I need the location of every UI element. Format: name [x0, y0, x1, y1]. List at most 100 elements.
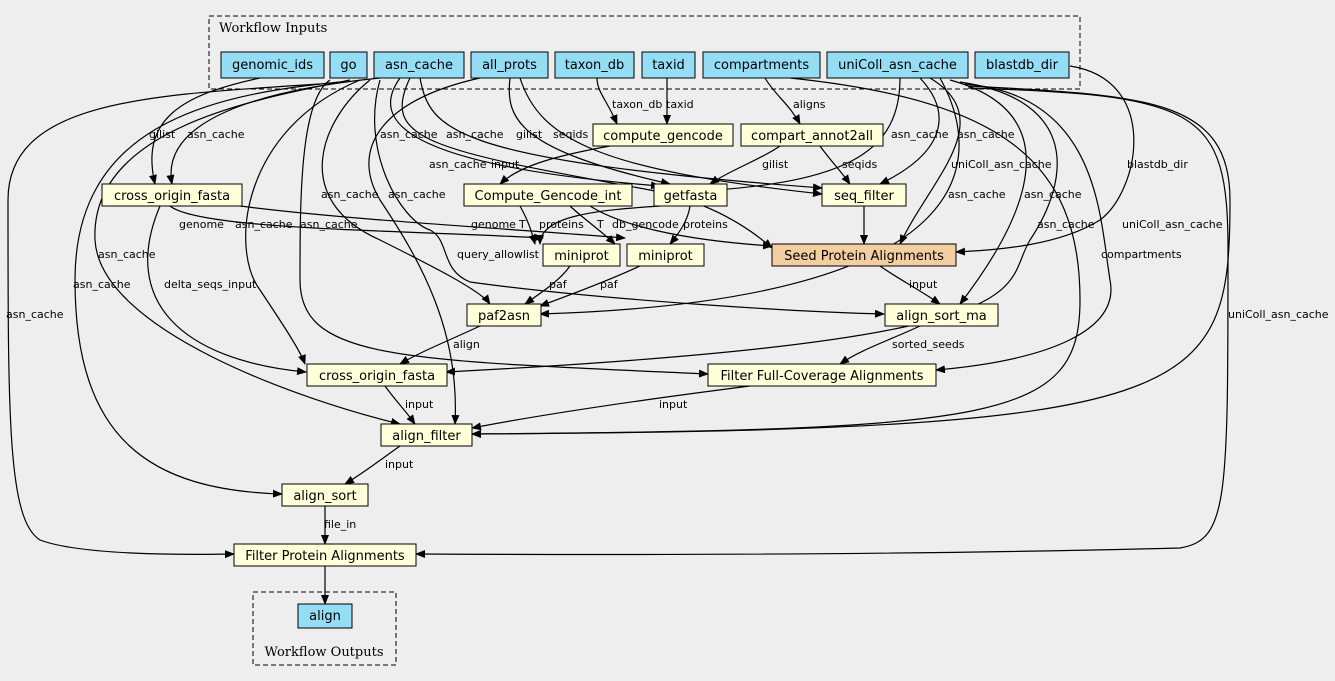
edge-cross-origin-2-to-align-filter [384, 385, 416, 425]
edges [7, 65, 1231, 605]
node-compartments[interactable]: compartments [702, 51, 821, 79]
edge-asn-cache-to-align-sort-ma [374, 79, 885, 318]
edge-label-unicoll-asn-cache: uniColl_asn_cache [1228, 308, 1329, 321]
node-miniprot-2[interactable]: miniprot [626, 243, 705, 267]
node-miniprot-1[interactable]: miniprot [542, 243, 621, 267]
edge-blastdb-dir-to-seed [955, 65, 1135, 256]
node-compute-gencode[interactable]: compute_gencode [592, 123, 734, 147]
node-align-sort[interactable]: align_sort [281, 483, 369, 507]
node-getfasta[interactable]: getfasta [653, 183, 728, 207]
node-all-prots[interactable]: all_prots [470, 51, 549, 79]
edge-label-unicoll-asn-cache: uniColl_asn_cache [951, 158, 1052, 171]
workflow-outputs-cluster: Workflow Outputs [252, 591, 397, 666]
edge-label-genome: genome [179, 218, 224, 231]
node-asn-cache[interactable]: asn_cache [373, 51, 465, 79]
edge-all-prots-to-seq-filter [519, 77, 823, 198]
edge-asn-cache-to-filter-protein [7, 83, 321, 559]
edge-label-db-gencode: db_gencode [612, 218, 679, 231]
svg-text:seq_filter: seq_filter [834, 189, 894, 204]
edge-labels: taxon_db taxid aligns gilist asn_cache a… [6, 98, 1329, 531]
edge-label-query-allowlist: query_allowlist [457, 248, 540, 261]
node-cross-origin-fasta-2[interactable]: cross_origin_fasta [306, 363, 448, 387]
svg-text:taxid: taxid [652, 58, 685, 73]
svg-text:Filter Full-Coverage Alignment: Filter Full-Coverage Alignments [720, 369, 923, 384]
node-taxon-db[interactable]: taxon_db [554, 51, 635, 79]
workflow-outputs-title: Workflow Outputs [265, 645, 384, 660]
node-align-filter[interactable]: align_filter [380, 423, 473, 447]
edge-label-asn-cache: asn_cache [388, 188, 446, 201]
edge-cross-origin-1-to-cross-origin-2 [147, 205, 307, 376]
edge-label-asn-cache: asn_cache [321, 188, 379, 201]
edge-align-filter-to-align-sort [344, 445, 401, 485]
node-compute-gencode-int[interactable]: Compute_Gencode_int [463, 183, 633, 207]
edge-label-file-in: file_in [324, 518, 356, 531]
edge-asn-cache-to-paf2asn [321, 79, 491, 305]
edge-label-input: input [405, 398, 434, 411]
edge-label-t: T [596, 218, 604, 231]
edge-label-asn-cache: asn_cache [891, 128, 949, 141]
edge-compute-gencode-int-to-miniprot2 [569, 205, 616, 245]
edge-label-asn-cache: asn_cache [957, 128, 1015, 141]
edge-unicoll-to-seed [899, 77, 961, 245]
edge-label-seqids: seqids [842, 158, 878, 171]
node-unicoll-asn-cache[interactable]: uniColl_asn_cache [826, 51, 969, 79]
edge-label-asn-cache: asn_cache [73, 278, 131, 291]
edge-compute-gencode-int-to-seed [589, 205, 773, 250]
node-seed-protein-alignments[interactable]: Seed Protein Alignments [771, 243, 957, 267]
svg-text:miniprot: miniprot [554, 249, 609, 264]
edge-label-compartments: compartments [1101, 248, 1182, 261]
svg-text:align_filter: align_filter [392, 429, 461, 444]
edge-label-aligns: aligns [793, 98, 826, 111]
edge-label-input: input [385, 458, 414, 471]
edge-unicoll-to-cross-origin-2 [445, 81, 1058, 376]
svg-text:compart_annot2all: compart_annot2all [751, 129, 873, 144]
svg-text:Seed Protein Alignments: Seed Protein Alignments [784, 249, 944, 264]
node-genomic-ids[interactable]: genomic_ids [220, 51, 325, 79]
edge-label-sorted-seeds: sorted_seeds [892, 338, 965, 351]
edge-unicoll-to-align-filter [471, 85, 1231, 438]
edge-asn-cache-to-align-sort [74, 81, 341, 498]
edge-label-taxid: taxid [666, 98, 694, 111]
node-filter-protein-alignments[interactable]: Filter Protein Alignments [233, 543, 417, 567]
svg-text:Filter Protein Alignments: Filter Protein Alignments [245, 549, 405, 564]
edge-paf2asn-to-cross-origin-2 [399, 325, 481, 365]
svg-text:align_sort: align_sort [293, 489, 356, 504]
node-blastdb-dir[interactable]: blastdb_dir [974, 51, 1070, 79]
edge-all-prots-to-getfasta [508, 77, 671, 186]
edge-label-asn-cache: asn_cache [235, 218, 293, 231]
edge-compartments-to-compart-annot2all [764, 77, 801, 125]
edge-label-t: T [518, 218, 526, 231]
edge-unicoll-to-align-sort-ma [949, 79, 1027, 305]
edge-filter-full-to-align-filter [471, 385, 751, 431]
edge-asn-cache-to-seed [401, 77, 773, 249]
edge-miniprot2-to-paf2asn [539, 265, 641, 307]
node-compart-annot2all[interactable]: compart_annot2all [740, 123, 884, 147]
edge-label-delta-seqs-input: delta_seqs_input [164, 278, 257, 291]
node-seq-filter[interactable]: seq_filter [821, 183, 907, 207]
svg-text:compartments: compartments [714, 58, 809, 73]
svg-text:cross_origin_fasta: cross_origin_fasta [319, 369, 435, 384]
svg-text:genomic_ids: genomic_ids [232, 58, 313, 73]
svg-text:cross_origin_fasta: cross_origin_fasta [114, 189, 230, 204]
node-align-sort-ma[interactable]: align_sort_ma [884, 303, 999, 327]
edge-miniprot1-to-paf2asn [524, 265, 571, 305]
edge-asn-cache-to-align-filter [94, 79, 401, 426]
edge-compute-gencode-to-compute-gencode-int [499, 145, 611, 185]
edge-label-asn-cache: asn_cache [1037, 218, 1095, 231]
edge-unicoll-to-seq-filter [879, 77, 940, 185]
edge-label-input: input [909, 278, 938, 291]
edge-label-gilist: gilist [149, 128, 176, 141]
node-cross-origin-fasta-1[interactable]: cross_origin_fasta [101, 183, 243, 207]
node-go[interactable]: go [329, 51, 368, 79]
edge-asn-cache-to-filter-full [299, 79, 709, 378]
node-taxid[interactable]: taxid [641, 51, 696, 79]
edge-label-asn-cache: asn_cache [948, 188, 1006, 201]
node-align-output[interactable]: align [297, 603, 353, 629]
edge-label-gilist: gilist [762, 158, 789, 171]
edge-compart-annot2all-to-seq-filter [819, 145, 851, 185]
edge-compute-gencode-int-to-miniprot1 [519, 205, 537, 245]
svg-text:paf2asn: paf2asn [478, 309, 530, 324]
node-paf2asn[interactable]: paf2asn [466, 303, 542, 327]
node-filter-full-coverage-alignments[interactable]: Filter Full-Coverage Alignments [707, 363, 937, 387]
